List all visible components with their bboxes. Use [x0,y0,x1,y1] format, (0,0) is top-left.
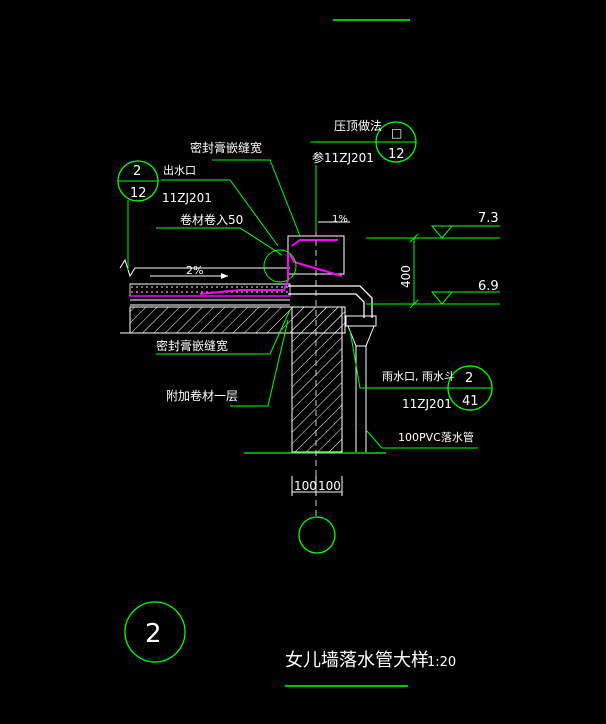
rain-outlet-label: 雨水口, 雨水斗 [382,370,455,383]
pipe-callout: 100PVC落水管 [382,430,478,449]
outlet-detail-circle [263,249,297,283]
coping-method-label: 压顶做法 [334,118,382,133]
wall-dimensions: 100 100 [291,476,343,554]
callout-coping-bottom: 12 [388,147,405,162]
rain-reference: 11ZJ201 [402,397,452,411]
outlet-reference: 11ZJ201 [162,191,212,205]
coping-reference: 参11ZJ201 [312,150,374,165]
callout-outlet: 2 12 出水口 11ZJ201 [117,160,212,205]
wall-dim-left: 100 [294,479,317,493]
height-dimension: 400 [399,265,413,288]
wall-dim-right: 100 [318,479,341,493]
callout-coping-top: □ [391,126,402,140]
elevation-markers: 7.3 6.9 400 [366,211,500,309]
axis-bubble [298,516,336,554]
callout-rain-top: 2 [465,371,473,386]
parapet-wall [199,220,386,520]
detail-number-circle [124,601,186,663]
callout-coping: □ 12 压顶做法 参11ZJ201 [310,118,417,165]
coping-slope: 1% [332,214,348,225]
leader-lines [127,159,383,449]
membrane-label: 卷材卷入50 [180,212,243,227]
detail-number: 2 [145,619,162,649]
extra-membrane-label: 附加卷材一层 [166,388,238,403]
detail-title: 女儿墙落水管大样 [285,650,429,671]
detail-scale: 1:20 [427,655,456,670]
sealant-top-label: 密封膏嵌缝宽 [190,140,262,155]
pipe-label: 100PVC落水管 [398,430,474,444]
roof-slope: 2% [186,264,203,277]
elevation-bottom: 6.9 [478,279,499,294]
callout-rain: 2 41 雨水口, 雨水斗 11ZJ201 [382,365,493,411]
slope-markers: 2% 1% [150,214,350,279]
outlet-label: 出水口 [163,163,196,177]
callout-outlet-bottom: 12 [130,186,147,201]
elevation-top: 7.3 [478,211,499,226]
sealant-bottom-label: 密封膏嵌缝宽 [156,338,228,353]
detail-title-block: 2 女儿墙落水管大样 1:20 [124,601,456,687]
callout-outlet-top: 2 [133,164,141,179]
callout-rain-bottom: 41 [462,394,479,409]
